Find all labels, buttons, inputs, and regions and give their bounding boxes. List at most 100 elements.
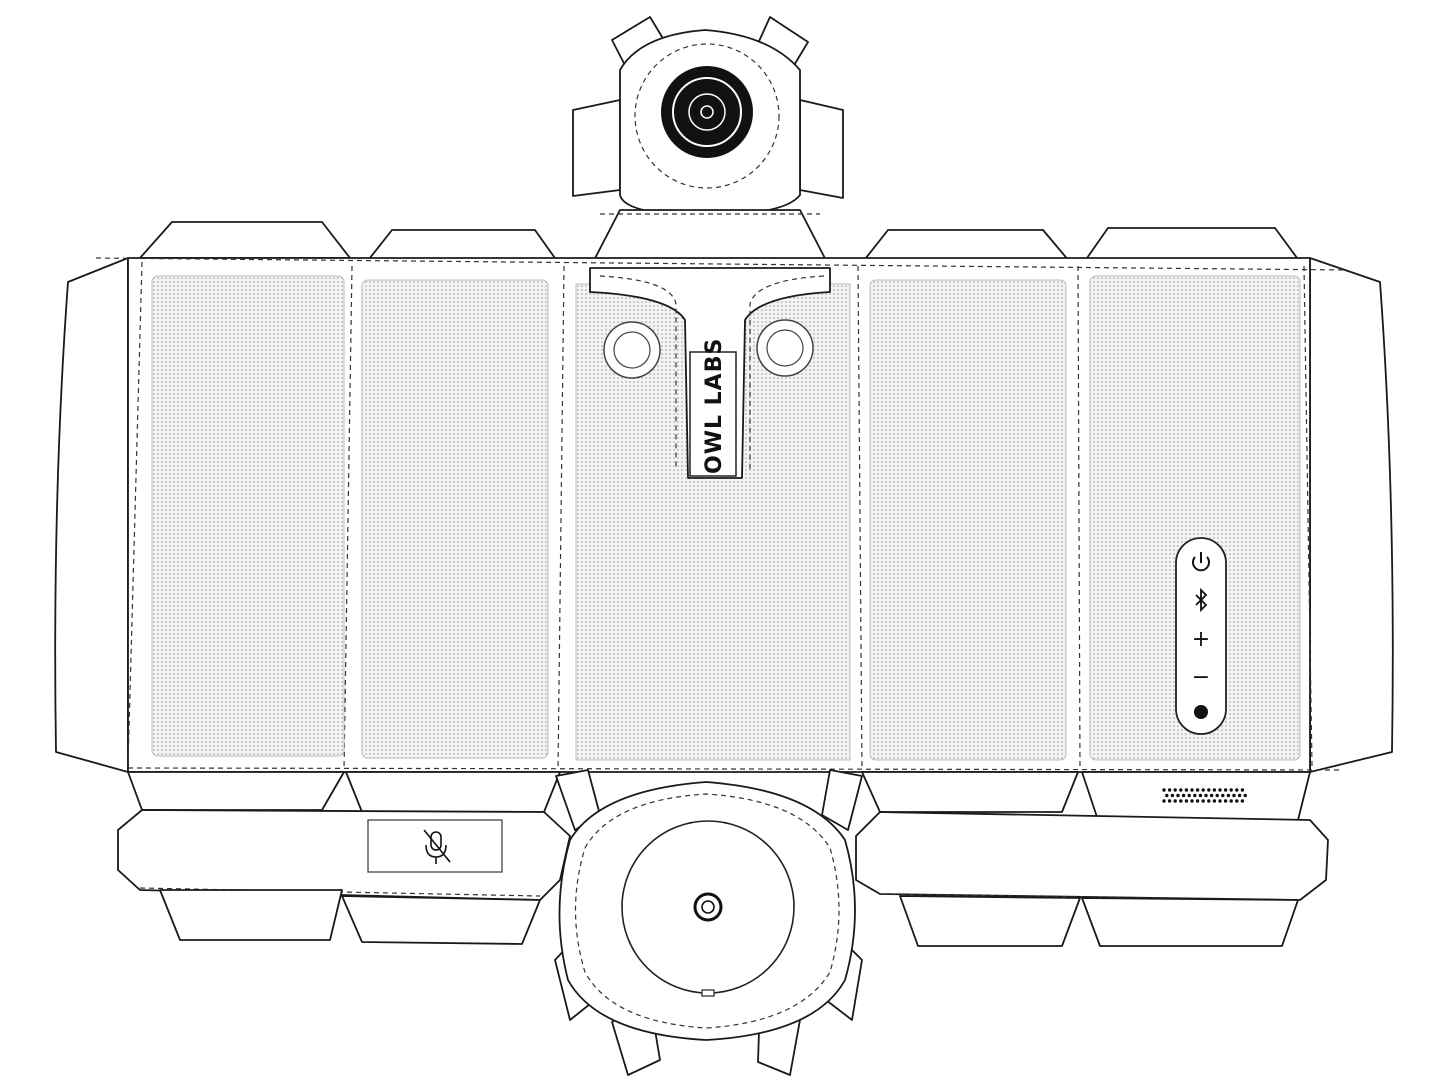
grille-hole (1229, 788, 1233, 792)
grille-hole (1167, 788, 1172, 792)
plus-icon: + (1192, 627, 1210, 652)
camera-lens-icon (661, 66, 753, 158)
grille-hole (1223, 799, 1228, 803)
mesh-panel-1 (151, 275, 345, 757)
eye-inner-right (766, 329, 804, 367)
grille-hole (1232, 793, 1236, 798)
grille-hole (1184, 788, 1189, 792)
grille-hole (1193, 793, 1197, 798)
grille-hole (1201, 788, 1205, 792)
lens-ring (672, 77, 742, 147)
flap-left-lower-2 (341, 895, 541, 945)
grille-hole (1218, 799, 1222, 803)
bluetooth-icon (1195, 587, 1208, 613)
bottom-tabs (127, 771, 1311, 821)
head-tab-left-low (572, 99, 621, 197)
logo-text: OWL LABS (702, 338, 727, 474)
collar-fold (599, 275, 825, 470)
grille-hole (1235, 799, 1239, 803)
minus-icon: − (1192, 665, 1210, 690)
speaker-grille-dots (1162, 788, 1247, 803)
grille-hole (1190, 788, 1194, 792)
top-fold-line (95, 257, 1347, 271)
lens-center (700, 105, 714, 119)
flap-right-lower-2 (1081, 897, 1299, 947)
grille-hole (1212, 788, 1217, 792)
head-fold-circle (634, 43, 780, 189)
grille-hole (1170, 793, 1175, 798)
grille-hole (1221, 793, 1225, 798)
logo-badge (689, 351, 737, 477)
grille-hole (1167, 799, 1172, 803)
dot-icon (1194, 705, 1208, 719)
grille-hole (1165, 793, 1169, 798)
grille-hole (1179, 799, 1183, 803)
center-collar: OWL LABS (589, 267, 831, 479)
grille-hole (1212, 799, 1217, 803)
grille-hole (1207, 788, 1211, 792)
fold-left (127, 261, 143, 765)
bottom-fold-line (127, 767, 1341, 771)
camera-head (572, 16, 844, 269)
base-tab-top-right (821, 769, 863, 831)
mute-panel (367, 819, 503, 873)
mesh-panel-4 (869, 279, 1067, 761)
grille-hole (1218, 788, 1222, 792)
mesh-panel-2 (361, 279, 549, 759)
base-fold (574, 793, 840, 1029)
power-icon (1192, 552, 1210, 572)
base-gear (554, 769, 863, 1076)
mesh-panels (151, 275, 1301, 761)
bottom-tab-4 (861, 771, 1079, 813)
bottom-tab-2 (345, 771, 561, 813)
base-screw-center (701, 900, 715, 914)
grille-hole (1184, 799, 1189, 803)
control-pill (1175, 537, 1227, 735)
fold-1 (343, 265, 353, 771)
grille-hole (1162, 788, 1166, 792)
grille-hole (1190, 799, 1194, 803)
grille-hole (1162, 799, 1166, 803)
bottom-tab-1 (127, 771, 345, 811)
grille-hole (1195, 799, 1200, 803)
muted-microphone-icon (423, 829, 451, 864)
flap-right-lower-1 (899, 895, 1081, 947)
grille-hole (1207, 799, 1211, 803)
grille-hole (1223, 788, 1228, 792)
flap-left-lower-1 (159, 889, 343, 941)
grille-hole (1173, 788, 1177, 792)
grille-hole (1240, 799, 1245, 803)
grille-hole (1195, 788, 1200, 792)
lens-inner-ring (688, 93, 726, 131)
side-tab-left (54, 257, 129, 773)
fold-2 (557, 265, 565, 771)
grille-hole (1226, 793, 1231, 798)
grille-hole (1237, 793, 1242, 798)
grille-hole (1235, 788, 1239, 792)
top-tab-1 (139, 221, 351, 259)
grille-hole (1243, 793, 1247, 798)
grille-hole (1181, 793, 1186, 798)
mesh-panel-5 (1089, 275, 1301, 761)
grille-hole (1215, 793, 1219, 798)
base-notch (701, 989, 715, 997)
side-tab-right (1309, 257, 1394, 773)
grille-hole (1209, 793, 1214, 798)
control-strip: + − (1175, 537, 1227, 735)
grille-hole (1173, 799, 1177, 803)
fold-right (1303, 265, 1313, 767)
grille-hole (1201, 799, 1205, 803)
bottom-flaps (117, 809, 1329, 947)
grille-hole (1240, 788, 1245, 792)
grille-hole (1187, 793, 1191, 798)
fold-3 (857, 265, 863, 771)
grille-hole (1176, 793, 1180, 798)
eye-inner-left (613, 331, 651, 369)
head-tab-right-low (799, 99, 844, 199)
grille-hole (1229, 799, 1233, 803)
flap-right (855, 811, 1329, 901)
grille-hole (1198, 793, 1203, 798)
flap-right-fold (881, 893, 1301, 901)
